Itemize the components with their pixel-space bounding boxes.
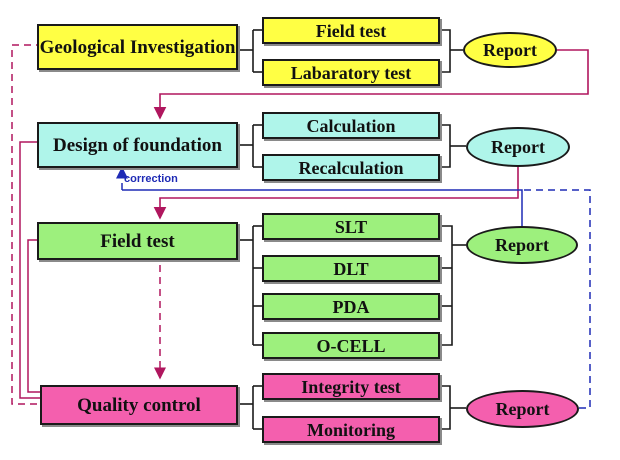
- report-oval-4: Report: [466, 390, 579, 428]
- field-test-main-box: Field test: [37, 222, 238, 260]
- report-oval-1: Report: [463, 32, 557, 68]
- monitoring-box: Monitoring: [262, 416, 440, 443]
- design-of-foundation-box: Design of foundation: [37, 122, 238, 168]
- integrity-test-box: Integrity test: [262, 373, 440, 400]
- report-oval-3: Report: [466, 226, 578, 264]
- calculation-box: Calculation: [262, 112, 440, 139]
- o-cell-box: O-CELL: [262, 332, 440, 359]
- geological-investigation-box: Geological Investigation: [37, 24, 238, 70]
- report-oval-2: Report: [466, 127, 570, 167]
- dlt-box: DLT: [262, 255, 440, 282]
- correction-label: correction: [124, 173, 178, 185]
- quality-control-box: Quality control: [40, 385, 238, 425]
- pda-box: PDA: [262, 293, 440, 320]
- laboratory-test-box: Labaratory test: [262, 59, 440, 86]
- slt-box: SLT: [262, 213, 440, 240]
- recalculation-box: Recalculation: [262, 154, 440, 181]
- field-test-box: Field test: [262, 17, 440, 44]
